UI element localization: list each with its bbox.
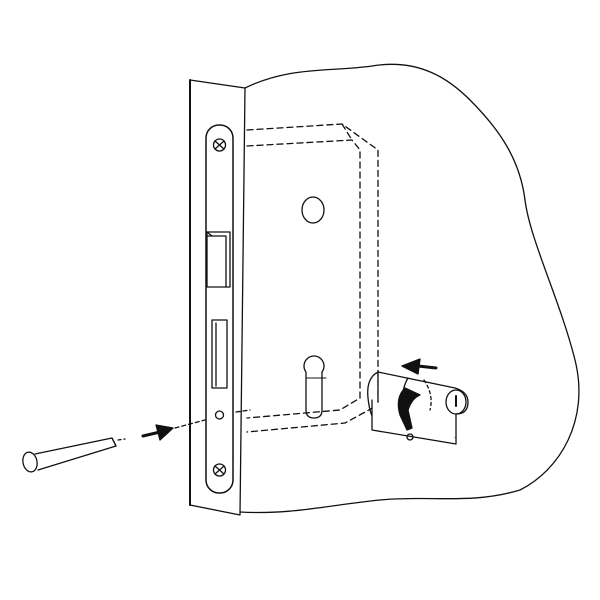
- cylinder-hole: [303, 355, 325, 419]
- fixing-screw: [22, 437, 126, 473]
- door-panel: [239, 63, 580, 514]
- screw-top: [212, 138, 227, 152]
- deadbolt-slot: [211, 319, 228, 389]
- spindle-hole: [301, 196, 325, 224]
- screw-bottom: [212, 463, 227, 477]
- arrow-icon: [141, 419, 206, 441]
- door-edge: [189, 79, 246, 516]
- mortise-pocket: [246, 123, 379, 433]
- cylinder-screw-hole: [214, 410, 225, 420]
- latch-bolt: [206, 231, 231, 288]
- arrow-icon: [401, 358, 438, 375]
- faceplate: [205, 124, 234, 494]
- euro-cylinder: [367, 371, 469, 445]
